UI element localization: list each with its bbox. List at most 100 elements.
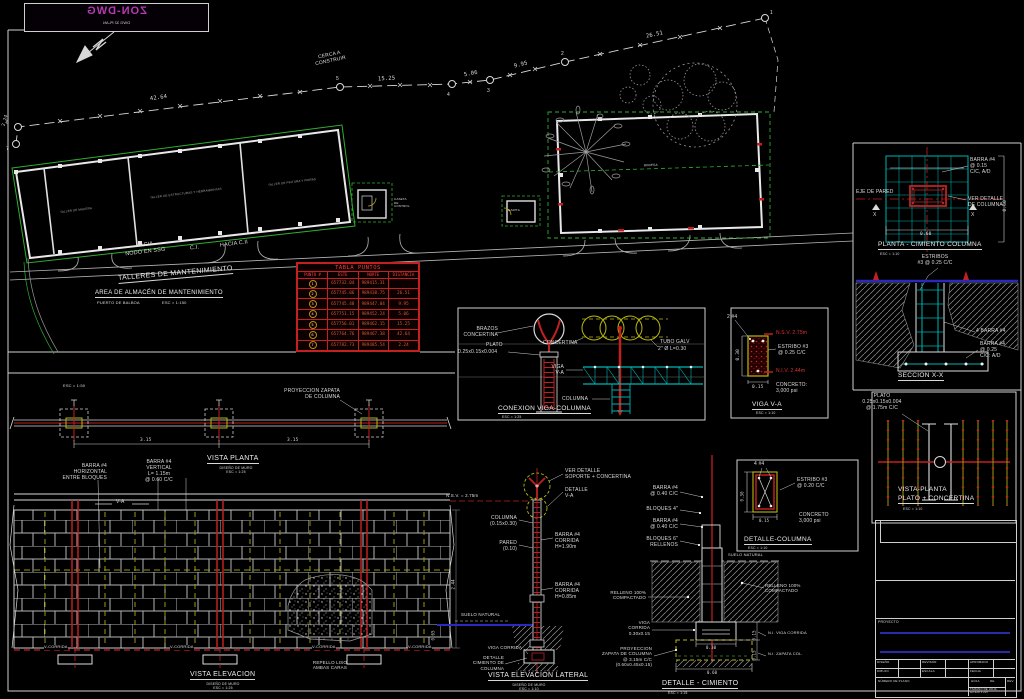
wall-d244: 2.44	[450, 579, 456, 590]
cim-title: DETALLE - CIMIENTO	[662, 680, 739, 689]
title-block-divider	[875, 618, 1015, 619]
ni-viga-label: N.I. VIGA CORRIDA	[768, 630, 807, 635]
aprobado-label: APROBADO	[970, 660, 989, 664]
revisor-label: REVISOR	[922, 660, 937, 664]
viga-corrida-label: VIGA CORRIDA	[487, 645, 522, 650]
caseta-building	[351, 182, 393, 223]
dc-barra1-label: BARRA #4 @ 0.40 C/C	[650, 485, 678, 498]
planta-cim-esc: ESC = 1:10	[880, 252, 900, 256]
viga-va-title: VIGA V-A	[752, 401, 782, 410]
fecha-label: FECHA	[970, 669, 981, 673]
section-mark-x2: X	[971, 212, 975, 218]
tabla-header: NORTE	[357, 271, 389, 279]
estribos-label: ESTRIBOS #3 @ 0.25 C/C	[917, 254, 953, 267]
title-block-blue-line	[880, 632, 1010, 634]
proyeccion-label: PROYECCION ZAPATA DE COLUMNA	[284, 388, 340, 401]
site-area-title: AREA DE ALMACÉN DE MANTENIMIENTO	[95, 290, 223, 298]
plato-conc-esc: ESC = 1:10	[903, 507, 923, 511]
title-block-divider	[875, 580, 1015, 581]
dibujo-label: DIBUJO	[877, 669, 889, 673]
hoja-label: HOJA	[971, 679, 980, 683]
garita-building	[501, 195, 541, 227]
dc-bloques4-label: BLOQUES 4"	[646, 506, 678, 512]
dc-bars-label: 4 #4	[754, 461, 765, 467]
plato-conc-title1: VISTA-PLANTA	[898, 486, 947, 493]
lateral-nsv-label: N.S.V. = 2.75m	[446, 493, 479, 498]
relleno-left-label: RELLENO 100% COMPACTADO	[610, 590, 646, 601]
planta-d060r: 0.60	[1002, 200, 1008, 212]
dc-d030: 0.30	[739, 491, 745, 502]
lateral-detail	[450, 468, 564, 674]
concertina-label: CONCERTINA	[543, 340, 578, 346]
strip-d315b: 3.15	[287, 438, 299, 443]
cim-proyeccion-label: PROYECCION ZAPATA DE COLUMNA @ 3.15m C/C…	[601, 646, 652, 668]
conexion-esc: ESC = 1:25	[502, 415, 522, 419]
stamp-sub-label: DWG 32 PLAN	[103, 20, 130, 25]
4barra-label: 4 BARRA #4	[976, 328, 1006, 334]
workshop-building	[11, 124, 356, 355]
diseno-label: DISEÑO	[877, 660, 890, 664]
lateral-barra1-label: BARRA #4 CORRIDA H=1.90m	[555, 532, 581, 551]
niv-label: N.I.V. 2.44m	[776, 368, 806, 374]
tabla-header: PUNTO #	[296, 271, 328, 279]
elevacion-sub: DISEÑO DE MURO ESC = 1:25	[206, 682, 240, 691]
fence-point-number: 2	[561, 51, 564, 57]
north-arrow-icon	[75, 31, 115, 64]
fence-point-number: 4	[447, 92, 450, 98]
lateral-barra2-label: BARRA #4 CORRIDA H=0.85m	[555, 582, 581, 601]
relleno-right-label: RELLENO 100% COMPACTADO	[765, 583, 801, 594]
suelo-natural-label: SUELO NATURAL	[461, 612, 501, 617]
viga-bars-label: 2 #4	[727, 314, 738, 320]
viga-va-esc: ESC = 1:10	[756, 411, 776, 415]
title-block-blue-line	[880, 651, 1010, 653]
title-block-cell-divider	[898, 659, 899, 677]
lateral-title: VISTA ELEVACION LATERAL	[488, 672, 589, 681]
tubo-label: TUBO GALV	[660, 339, 690, 345]
tree-palm	[541, 105, 631, 195]
title-block-cell-divider	[945, 659, 946, 677]
escala-label: ESCALA	[922, 669, 935, 673]
detalle-cim-col-label: DETALLE CIMIENTO DE COLUMNA	[472, 655, 504, 671]
cim-viga-label: VIGA CORRIDA 0.30x0.15	[628, 620, 650, 636]
title-block-cell-divider	[1005, 677, 1006, 696]
viga-d015: 0.15	[752, 385, 764, 390]
numero-plano-label: NÚMERO DE PLANO	[878, 679, 910, 683]
site-area-esc: ESC = 1:150	[162, 300, 187, 305]
dc-estribo-label: ESTRIBO #3 @ 0.20 C/C	[797, 477, 828, 490]
barra-planta-label: BARRA #4 @ 0.15 C/C, A/D	[970, 157, 996, 176]
elevacion-title: VISTA ELEVACION	[190, 671, 256, 680]
brazos-label: BRAZOS CONCERTINA	[463, 326, 498, 339]
barra-v-label: BARRA #4 VERTICAL L= 1.15m @ 0.60 C/C	[145, 459, 173, 484]
ver-detalle-label: VER DETALLE DE COLUMNA	[968, 196, 1004, 209]
dc-esc: ESC = 1:10	[748, 546, 768, 550]
ni-zapata-label: N.I. ZAPATA COL.	[768, 651, 803, 656]
lateral-sub: DISEÑO DE MURO ESC = 1:10	[512, 683, 546, 692]
nsv-label: N.S.V. 2.75m	[776, 330, 808, 336]
tubo-dim-label: 2" Ø L=0.30	[658, 346, 687, 352]
vcorrida-label-1: V-CORRIDA	[44, 644, 68, 650]
repello-label: REPELLO LISO AMBAS CARAS	[312, 660, 347, 671]
eje-pared-label: EJE DE PARED	[856, 189, 894, 195]
site-area-sub: PUERTO DE BALBOA	[97, 300, 140, 305]
tabla-header: DISTANCIA	[388, 271, 420, 279]
de-label: DE	[990, 679, 995, 683]
cim-d015a: 0.15	[751, 630, 757, 641]
cim-suelo-label: SUELO NATURAL	[728, 552, 763, 557]
barra-h-label: BARRA #4 HORIZONTAL ENTRE BLOQUES	[62, 463, 107, 482]
planta-cimiento-detail	[856, 147, 1005, 252]
warehouse-building	[547, 111, 771, 239]
dc-d015: 0.15	[759, 518, 770, 523]
lateral-columna-label: COLUMNA (0.15x0.30)	[490, 515, 517, 528]
vista-planta-strip	[9, 399, 452, 448]
fence-point-number: 3	[487, 88, 490, 94]
cim-d030: 0.30	[706, 645, 717, 650]
wall-d065: 0.65	[430, 630, 436, 641]
stamp-label: ZON-DWG	[86, 5, 147, 17]
barra-seccion-label: BARRA #4 @ 0.25 C/C: A/D	[980, 341, 1006, 360]
